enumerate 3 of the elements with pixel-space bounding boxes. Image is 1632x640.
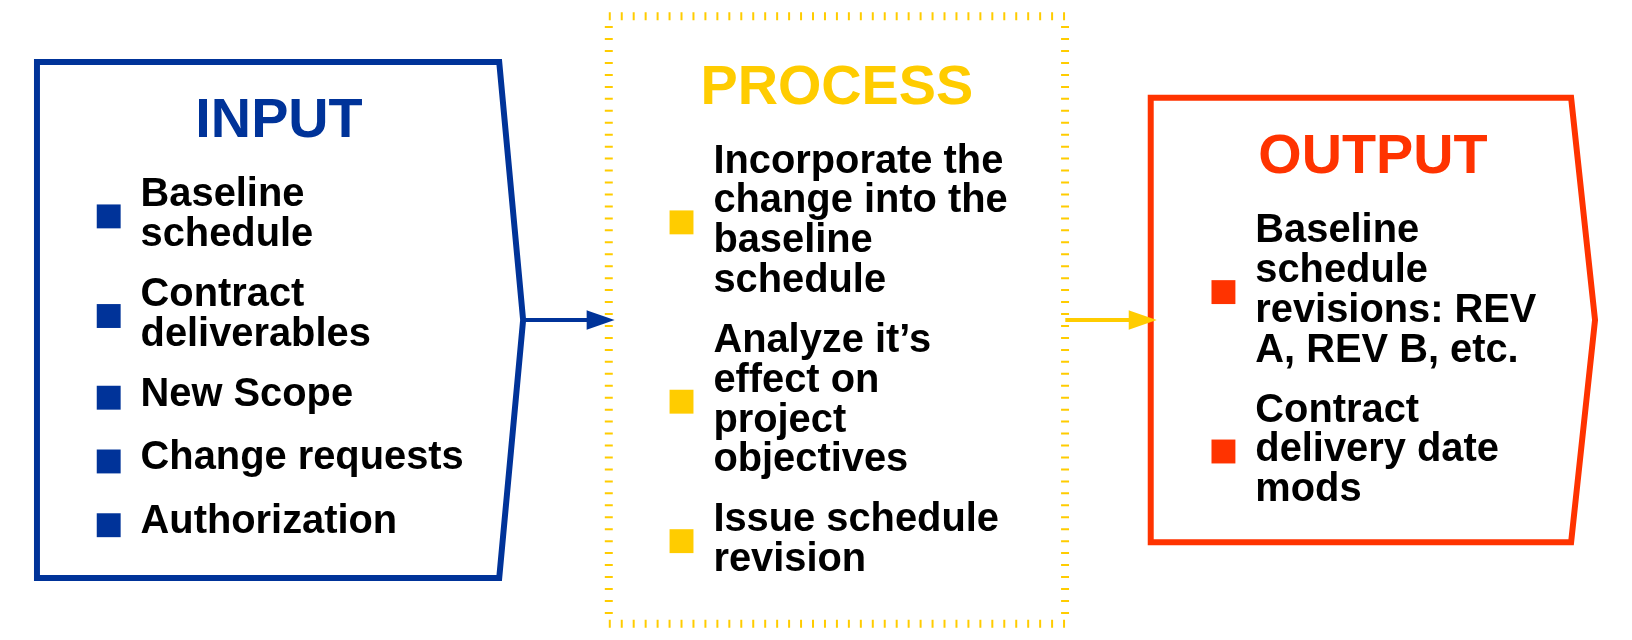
node-box: PROCESS Incorporate the change into the baseline schedule Analyze it’s effect on project objectives Issue schedule revision	[604, 12, 1070, 628]
arrow	[1065, 310, 1157, 330]
arrow	[523, 310, 615, 330]
